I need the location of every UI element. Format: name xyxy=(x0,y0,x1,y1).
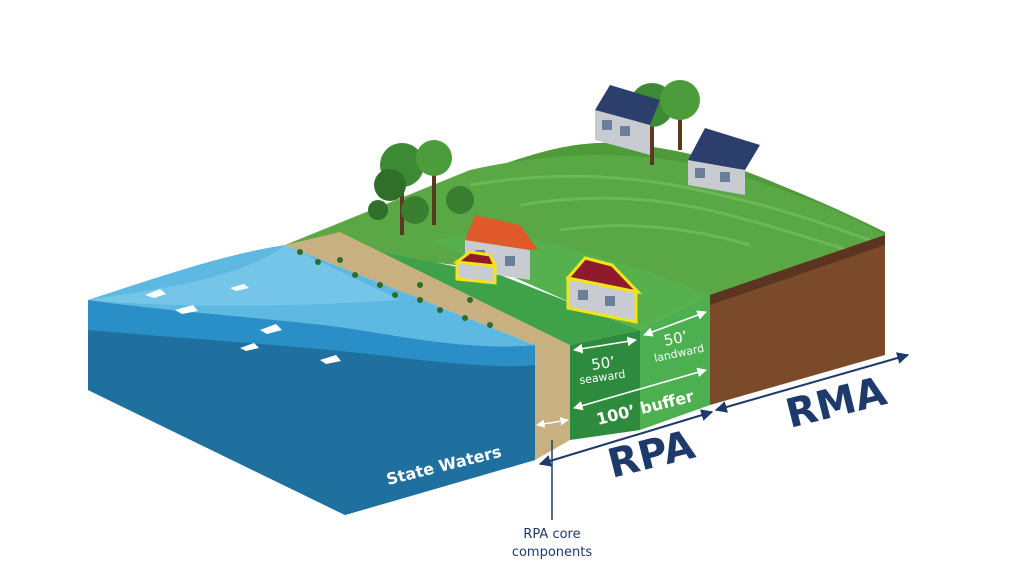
house-highlighted xyxy=(565,256,643,324)
seaward-distance: 50’ xyxy=(590,353,616,374)
core-label-line1: RPA core xyxy=(523,527,580,542)
rpa-line xyxy=(538,409,714,467)
landward-arrow xyxy=(643,310,707,337)
beach-plants xyxy=(297,249,493,328)
house-far-right xyxy=(688,128,760,195)
landward-distance: 50’ xyxy=(662,327,689,350)
tree-cluster-left xyxy=(368,140,474,235)
water-body xyxy=(88,245,535,515)
buffer-arrow xyxy=(573,367,707,411)
rma-line xyxy=(714,352,910,413)
seaward-arrow xyxy=(573,336,637,354)
beach-top xyxy=(285,232,570,345)
house-far-left xyxy=(595,85,660,155)
house-orange-roof xyxy=(453,215,538,285)
seaward-label: seaward xyxy=(579,368,627,387)
core-label-line2: components xyxy=(512,545,593,560)
